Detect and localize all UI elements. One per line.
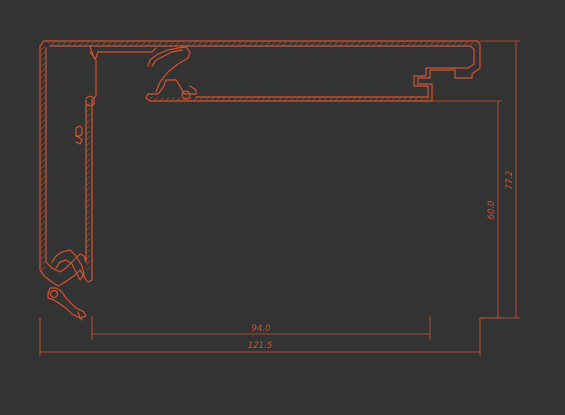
- top-member-return: [89, 45, 157, 59]
- left-member-inner: [45, 47, 87, 273]
- inner-width-label: 94.0: [252, 324, 271, 334]
- inner-height-label: 60.0: [487, 201, 497, 220]
- dimension-overall-width: 121.5: [39, 318, 481, 356]
- hook-flange: [147, 46, 191, 93]
- overall-height-label: 77.2: [505, 171, 515, 190]
- lower-hook: [51, 249, 85, 281]
- left-wall-hatch: [41, 46, 45, 272]
- hook-flange-inner: [151, 49, 183, 67]
- top-wall-hatch: [48, 42, 478, 46]
- right-wall-hatch: [86, 100, 90, 270]
- dimension-inner-height: 60.0: [432, 100, 502, 319]
- top-member: [43, 40, 481, 102]
- foot-bead: [49, 289, 59, 299]
- dimension-overall-height: 77.2: [480, 40, 520, 319]
- top-member-outline: [43, 40, 481, 102]
- left-notch-mid: [75, 125, 83, 137]
- dimension-inner-width: 94.0: [91, 316, 431, 340]
- top-bead: [181, 90, 191, 100]
- foot-tab: [77, 311, 83, 321]
- left-notch-mid2: [75, 135, 83, 145]
- overall-width-label: 121.5: [248, 341, 272, 351]
- bottom-foot: [47, 287, 87, 319]
- left-notch-upper: [85, 95, 95, 107]
- bottom-wall-hatch: [150, 97, 430, 101]
- top-member-inner: [49, 45, 475, 98]
- left-member: [39, 40, 97, 321]
